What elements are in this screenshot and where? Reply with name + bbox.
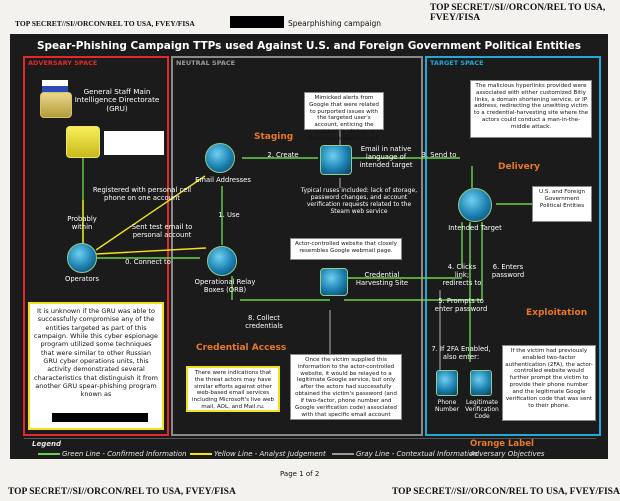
collect-label: 8. Collect credentials: [245, 314, 283, 330]
unknown-note-text: It is unknown if the GRU was able to suc…: [33, 307, 159, 399]
legend-title: Legend: [32, 440, 61, 448]
classification-top-right: TOP SECRET//SI//ORCON/REL TO USA, FVEY/F…: [430, 3, 606, 23]
actor-controlled-note: Actor-controlled website that closely re…: [290, 238, 402, 260]
redacted-unit-label: [104, 131, 164, 155]
adversary-space-region: [23, 56, 169, 436]
gru-unit-icon: [66, 126, 100, 158]
indications-note: There were indications that the threat a…: [186, 366, 280, 412]
legend-orange-title: Orange Label: [470, 439, 534, 449]
legend-orange-desc: Adversary Objectives: [470, 450, 545, 458]
enters-password-label: 6. Enters password: [491, 263, 525, 279]
intended-target-icon: [458, 188, 492, 222]
if-victim-2fa-note: If the victim had previously enabled two…: [502, 345, 596, 421]
intended-target-label: Intended Target: [448, 224, 502, 232]
once-victim-note: Once the victim supplied this informatio…: [290, 354, 402, 420]
clicks-link-label: 4. Clicks link; redirects to: [442, 263, 482, 287]
operators-icon: [67, 243, 97, 273]
page-number: Page 1 of 2: [280, 470, 320, 478]
email-native-icon: [320, 145, 352, 175]
typical-ruses-note: Typical ruses included: lack of storage,…: [300, 187, 418, 215]
unknown-note-box: It is unknown if the GRU was able to suc…: [28, 302, 164, 430]
email-native-label: Email in native language of intended tar…: [359, 145, 413, 169]
legend-yellow: Yellow Line - Analyst Judgement: [214, 450, 326, 458]
classification-bottom-left: TOP SECRET//SI//ORCON/REL TO USA, FVEY/F…: [8, 487, 236, 497]
line-sent-test: [95, 247, 207, 255]
neutral-space-label: NEUTRAL SPACE: [176, 59, 236, 67]
legend-divider: [24, 438, 596, 439]
redaction-block: [52, 413, 148, 422]
create-label: 2. Create: [267, 151, 299, 159]
adversary-space-label: ADVERSARY SPACE: [28, 59, 98, 67]
sent-test-label: Sent test email to personal account: [131, 223, 193, 239]
orb-label: Operational Relay Boxes (ORB): [194, 278, 256, 294]
legend-green: Green Line - Confirmed Information: [62, 450, 187, 458]
gru-label: General Staff Main Intelligence Director…: [74, 87, 160, 113]
staging-label: Staging: [254, 132, 294, 142]
email-addresses-label: Email Addresses: [195, 176, 251, 184]
send-to-label: 3. Send to: [421, 151, 457, 159]
exploitation-label: Exploitation: [526, 308, 588, 318]
orb-icon: [207, 246, 237, 276]
delivery-label: Delivery: [498, 162, 541, 172]
classification-subheader: TOP SECRET//SI//ORCON/REL TO USA, FVEY/F…: [15, 19, 195, 28]
neutral-space-region: [171, 56, 423, 436]
probably-within-label: Probably within: [67, 215, 97, 231]
target-space-region: [425, 56, 601, 436]
hyperlinks-note: The malicious hyperlinks provided were a…: [470, 80, 592, 138]
us-foreign-note: U.S. and Foreign Government Political En…: [532, 186, 592, 222]
credential-access-label: Credential Access: [196, 343, 287, 353]
credential-site-label: Credential Harvesting Site: [355, 271, 409, 287]
redaction-block: [230, 16, 284, 28]
classification-bottom-right: TOP SECRET//SI//ORCON/REL TO USA, FVEY/F…: [392, 487, 620, 497]
campaign-label: Spearphishing campaign: [288, 19, 382, 28]
connect-label: 0. Connect to: [125, 258, 171, 266]
line-registered: [95, 175, 206, 251]
operators-label: Operators: [65, 275, 99, 283]
prompts-label: 5. Prompts to enter password: [434, 297, 488, 313]
legend-gray: Gray Line - Contextual Information: [356, 450, 478, 458]
diagram-title: Spear-Phishing Campaign TTPs used Agains…: [36, 40, 582, 52]
target-space-label: TARGET SPACE: [430, 59, 484, 67]
registered-label: Registered with personal cell phone on o…: [92, 186, 192, 202]
use-label: 1. Use: [218, 211, 240, 219]
gru-building-icon: [40, 92, 72, 118]
verification-code-label: Legitimate Verification Code: [465, 399, 499, 420]
phone-icon: [436, 370, 458, 396]
verification-code-icon: [470, 370, 492, 396]
credential-site-icon: [320, 268, 348, 296]
if-2fa-label: 7. If 2FA Enabled, also enter:: [431, 345, 491, 361]
email-addresses-icon: [205, 143, 235, 173]
mimicked-note: Mimicked alerts from Google that were re…: [304, 92, 384, 142]
phone-number-label: Phone Number: [434, 399, 460, 413]
